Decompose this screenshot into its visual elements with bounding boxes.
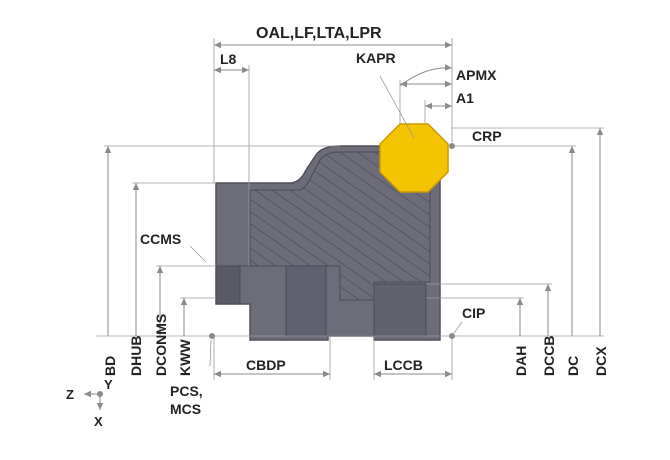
insert-octagon bbox=[379, 123, 449, 193]
crp-label: CRP bbox=[472, 128, 502, 144]
bd-label: BD bbox=[102, 356, 118, 376]
pcs-label: PCS, bbox=[170, 383, 203, 399]
section-hatch bbox=[249, 151, 431, 301]
pcs-point bbox=[209, 333, 215, 339]
oal-label: OAL,LF,LTA,LPR bbox=[256, 25, 382, 42]
ccms-label: CCMS bbox=[140, 231, 181, 247]
a1-label: A1 bbox=[456, 90, 474, 106]
dhub-label: DHUB bbox=[128, 336, 144, 376]
lccb-label: LCCB bbox=[384, 357, 423, 373]
axis-origin bbox=[97, 391, 103, 397]
dconms-label: DCONMS bbox=[153, 314, 169, 376]
cip-label: CIP bbox=[462, 305, 485, 321]
axes-glyph: Z Y X bbox=[66, 377, 113, 429]
kapr-label: KAPR bbox=[356, 50, 396, 66]
dccb-label: DCCB bbox=[541, 336, 557, 376]
axis-x-label: X bbox=[94, 414, 103, 429]
crp-point bbox=[449, 143, 455, 149]
dah-label: DAH bbox=[513, 346, 529, 376]
axis-y-label: Y bbox=[104, 377, 113, 392]
kww-label: KWW bbox=[177, 339, 193, 376]
cbdp-label: CBDP bbox=[246, 357, 286, 373]
bore-step-left bbox=[215, 265, 241, 305]
bore-step-mid bbox=[285, 265, 327, 337]
cip-point bbox=[449, 333, 455, 339]
dcx-label: DCX bbox=[593, 346, 609, 376]
dimension-lines bbox=[96, 38, 604, 380]
bore-step-right bbox=[373, 283, 427, 337]
dc-label: DC bbox=[565, 356, 581, 376]
l8-label: L8 bbox=[220, 51, 237, 67]
axis-z-label: Z bbox=[66, 387, 74, 402]
mcs-label: MCS bbox=[170, 401, 201, 417]
apmx-label: APMX bbox=[456, 67, 497, 83]
